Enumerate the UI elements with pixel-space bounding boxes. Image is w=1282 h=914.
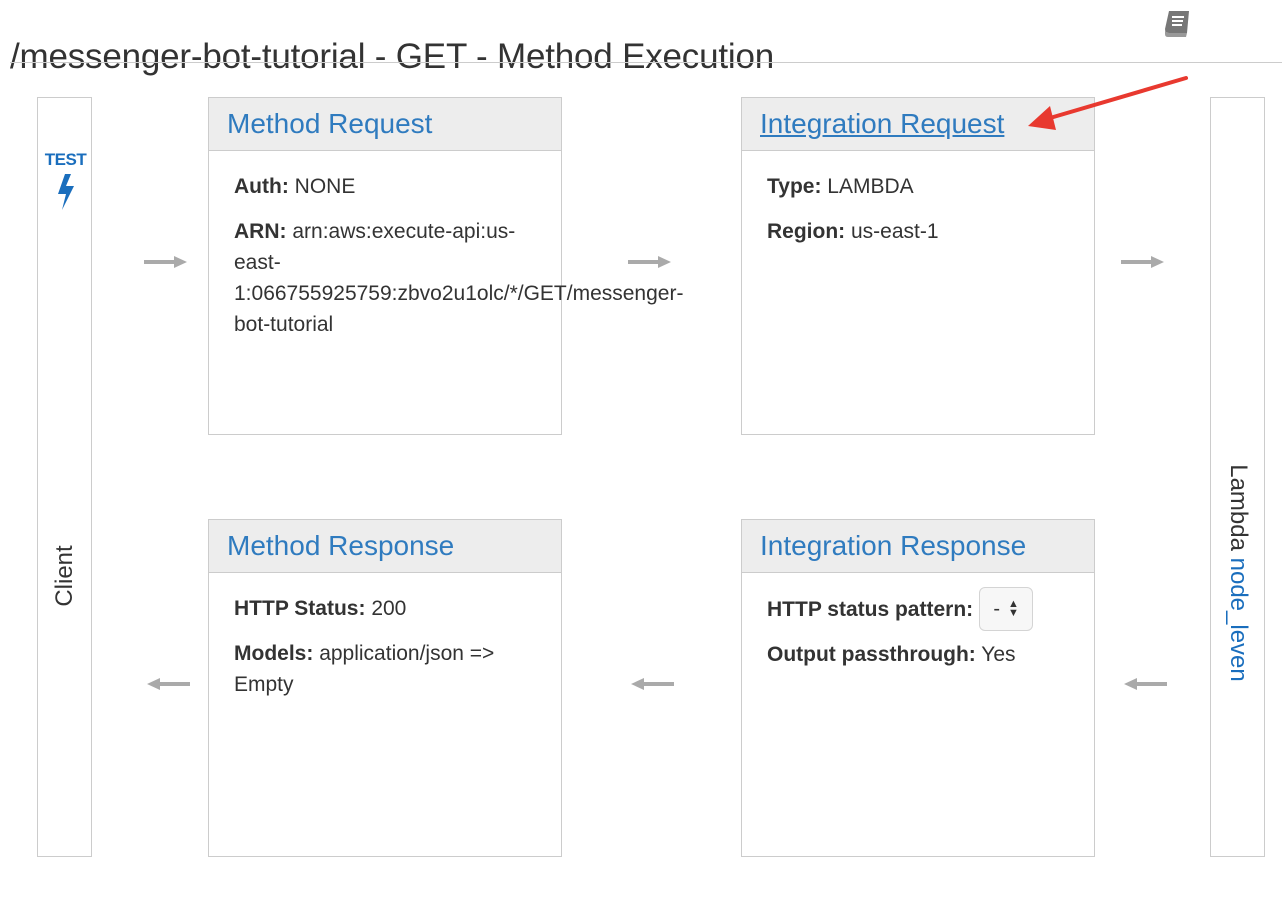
lambda-label: Lambda node_leven xyxy=(1224,464,1252,682)
integration-response-box: Integration Response HTTP status pattern… xyxy=(741,519,1095,857)
integration-response-header: Integration Response xyxy=(742,520,1094,573)
method-request-link[interactable]: Method Request xyxy=(227,108,433,139)
lightning-bolt-icon xyxy=(57,174,74,210)
passthrough-label: Output passthrough: xyxy=(767,643,976,666)
test-label: TEST xyxy=(44,150,87,169)
integration-request-link[interactable]: Integration Request xyxy=(760,108,1005,139)
arn-label: ARN: xyxy=(234,220,287,243)
up-down-arrows-icon: ▲▼ xyxy=(1008,598,1019,619)
auth-field: Auth: NONE xyxy=(234,171,543,202)
right-arrow-icon xyxy=(1121,256,1164,268)
method-request-box: Method Request Auth: NONE ARN: arn:aws:e… xyxy=(208,97,683,435)
book-icon[interactable] xyxy=(1160,6,1196,42)
left-arrow-icon xyxy=(1124,678,1167,690)
arn-value: arn:aws:execute-api:us-east-1:0667559257… xyxy=(234,220,684,336)
integration-request-box: Integration Request Type: LAMBDA Region:… xyxy=(741,97,1095,435)
right-arrow-icon xyxy=(628,256,671,268)
method-response-box: Method Response HTTP Status: 200 Models:… xyxy=(208,519,562,857)
http-status-label: HTTP Status: xyxy=(234,597,366,620)
status-pattern-field: HTTP status pattern: - ▲▼ xyxy=(767,587,1076,631)
auth-label: Auth: xyxy=(234,175,289,198)
integration-response-link[interactable]: Integration Response xyxy=(760,530,1027,561)
http-status-value: 200 xyxy=(371,597,407,620)
method-response-link[interactable]: Method Response xyxy=(227,530,455,561)
title-divider xyxy=(10,62,1282,63)
status-pattern-select[interactable]: - ▲▼ xyxy=(979,587,1034,631)
type-value: LAMBDA xyxy=(827,175,914,198)
lambda-function-link[interactable]: node_leven xyxy=(1224,557,1252,682)
page-title: /messenger-bot-tutorial - GET - Method E… xyxy=(10,37,774,77)
type-field: Type: LAMBDA xyxy=(767,171,1076,202)
region-label: Region: xyxy=(767,220,846,243)
passthrough-field: Output passthrough: Yes xyxy=(767,639,1076,670)
client-label: Client xyxy=(50,545,78,607)
status-pattern-label: HTTP status pattern: xyxy=(767,597,974,621)
client-panel: TEST Client xyxy=(37,97,92,857)
region-value: us-east-1 xyxy=(851,220,939,243)
annotation-arrow-icon xyxy=(1028,76,1188,130)
test-button[interactable]: TEST xyxy=(38,150,93,212)
region-field: Region: us-east-1 xyxy=(767,216,1076,247)
models-label: Models: xyxy=(234,642,314,665)
arn-field: ARN: arn:aws:execute-api:us-east-1:06675… xyxy=(234,216,683,340)
models-field: Models: application/json => Empty xyxy=(234,638,543,700)
auth-value: NONE xyxy=(294,175,356,198)
left-arrow-icon xyxy=(147,678,190,690)
right-arrow-icon xyxy=(144,256,187,268)
passthrough-value: Yes xyxy=(981,643,1016,666)
lambda-panel: Lambda node_leven xyxy=(1210,97,1265,857)
method-response-header: Method Response xyxy=(209,520,561,573)
left-arrow-icon xyxy=(631,678,674,690)
lambda-prefix: Lambda xyxy=(1224,464,1252,551)
status-pattern-value: - xyxy=(993,597,1001,620)
method-request-header: Method Request xyxy=(209,98,561,151)
type-label: Type: xyxy=(767,175,822,198)
http-status-field: HTTP Status: 200 xyxy=(234,593,543,624)
models-value: application/json => Empty xyxy=(234,642,495,696)
